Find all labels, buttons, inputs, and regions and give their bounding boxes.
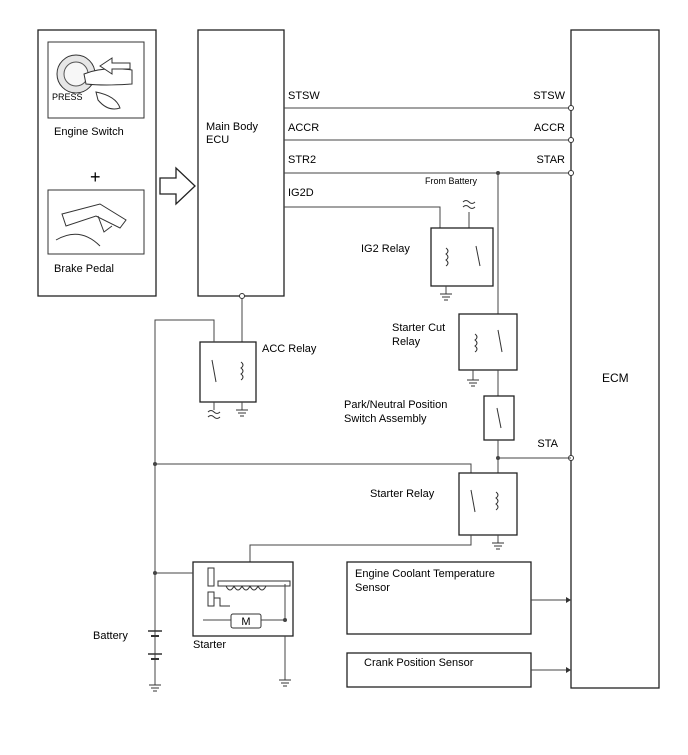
ground-icon: [149, 684, 161, 692]
park-neutral-switch-contact-icon: [496, 407, 502, 429]
starter-cut-relay-box: [458, 313, 518, 371]
park-neutral-label-1: Park/Neutral Position: [344, 399, 447, 411]
arrow-icon: [566, 597, 571, 603]
starter-cut-relay-label-1: Starter Cut: [392, 322, 445, 334]
starter-cut-relay-label-2: Relay: [392, 336, 421, 348]
coolant-sensor-label-2: Sensor: [355, 582, 390, 594]
ig2-relay-coil-icon: [445, 245, 481, 267]
crank-position-sensor-box: [346, 652, 532, 688]
starter-label: Starter: [193, 639, 226, 651]
pin-stsw: STSW: [288, 90, 320, 102]
engine-switch-label: Engine Switch: [54, 126, 124, 138]
plus-sign: +: [90, 167, 101, 187]
acc-relay-label: ACC Relay: [262, 343, 317, 355]
ground-icon: [279, 679, 291, 687]
starter-relay-box: [458, 472, 518, 536]
battery-icon: [148, 630, 162, 660]
ground-icon: [440, 293, 452, 301]
ecm-pin-star: STAR: [536, 154, 565, 166]
acc-relay-coil-icon: [211, 359, 244, 383]
press-label: PRESS: [52, 92, 83, 102]
starter-relay-label: Starter Relay: [370, 488, 435, 500]
pin-accr: ACCR: [288, 122, 319, 134]
battery-supply-icon: [207, 410, 221, 419]
arrow-icon: [566, 667, 571, 673]
ground-icon: [236, 409, 248, 417]
input-arrow-icon: [159, 166, 196, 206]
brake-pedal-label: Brake Pedal: [54, 263, 114, 275]
acc-relay-box: [199, 341, 257, 403]
coolant-sensor-label-1: Engine Coolant Temperature: [355, 568, 495, 580]
ecm-pin-accr: ACCR: [534, 122, 565, 134]
starter-solenoid-icon: [207, 567, 291, 607]
ecm-label: ECM: [602, 371, 629, 385]
ecm-box: [570, 29, 660, 689]
main-body-ecu-box: [197, 29, 285, 297]
engine-switch-illustration: [47, 41, 145, 119]
park-neutral-label-2: Switch Assembly: [344, 413, 427, 425]
signal-lines: [284, 105, 574, 461]
ig2-relay-box: [430, 227, 494, 287]
ecm-pin-stsw: STSW: [533, 90, 565, 102]
battery-supply-icon: [462, 200, 476, 209]
starter-motor-icon: M: [241, 616, 250, 628]
ground-icon: [467, 379, 479, 387]
main-body-ecu-label-1: Main Body: [206, 121, 258, 133]
main-body-ecu-label-2: ECU: [206, 134, 229, 146]
crank-sensor-label: Crank Position Sensor: [364, 657, 474, 669]
coolant-temp-sensor-box: [346, 561, 532, 635]
starter-cut-relay-coil-icon: [474, 329, 503, 353]
pin-ig2d: IG2D: [288, 187, 314, 199]
ig2-relay-label: IG2 Relay: [361, 243, 410, 255]
ground-icon: [492, 542, 504, 550]
battery-label: Battery: [93, 630, 128, 642]
ecm-pin-sta: STA: [537, 438, 558, 450]
starter-motor-box: [230, 613, 262, 629]
from-battery-label: From Battery: [425, 176, 478, 186]
starter-relay-coil-icon: [470, 489, 499, 513]
brake-pedal-illustration: [47, 189, 145, 255]
pin-str2: STR2: [288, 154, 316, 166]
